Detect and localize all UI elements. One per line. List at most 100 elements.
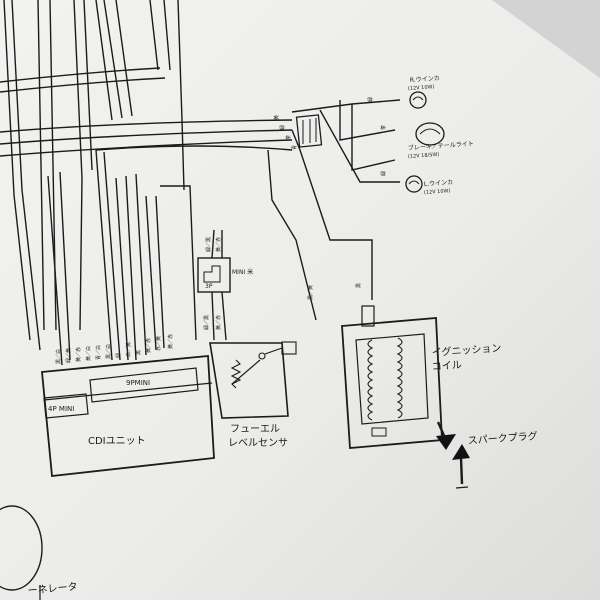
wiper-arm [231,359,261,385]
wire [211,229,215,259]
wire [211,291,215,341]
generator: ーネレータ [0,505,78,600]
ground-icon [455,486,469,489]
bulb-filament [419,128,441,135]
wire [115,0,133,117]
connector-body [295,114,323,148]
wire-label: 黒／白 [105,344,112,359]
connector-body [197,257,231,293]
wire [160,185,197,341]
wire-label: 黄／白 [85,346,92,361]
wire [155,195,165,349]
wire [47,175,63,366]
wire-label: 緑 [380,171,387,176]
wire-label: 黒 [136,350,142,355]
ignition-coil-label-2: コイル [431,360,462,373]
connector-3p-tag: MINI 米 [232,268,253,276]
cdi-unit-label: CDIユニット [88,436,146,447]
wire-harness [0,0,401,366]
wire [95,145,293,151]
bulb-icon [409,91,427,109]
wire [291,129,373,300]
wire [163,0,171,71]
cdi-input-labels: 黒／白 緑／黄 黄／赤 黄／白 青／白 黒／白 緑 白／黄 黒 黄／赤 赤／黄 … [55,334,174,364]
wire [319,109,400,183]
wire [83,0,93,171]
wire-label: 緑 [279,125,286,130]
fuel-sensor-label: フューエル [230,424,280,435]
wire-label: 緑／黒 [203,315,210,330]
right-turn-signal: R.ウインカ (12V 10W) [408,74,440,109]
bulb-filament [408,180,420,185]
cdi-unit: 9PMINI 4P MINI CDIユニット 黒／白 緑／黄 黄／赤 黄／白 青… [41,334,215,477]
wire-label: 黒／白 [55,349,62,364]
wire-label: 黄／赤 [145,338,152,353]
connector-9p-outline [89,367,199,403]
wire-label: 茶 [285,135,292,140]
rear-connector: 黄 緑 茶 青 緑 茶 緑 [273,97,387,176]
connector-3p: 3P MINI 米 緑／黒 黄／赤 緑／黒 黄／赤 [197,237,253,330]
right-turn-signal-spec: (12V 10W) [408,84,435,92]
wire [145,195,157,351]
wire [339,100,396,141]
wire-label: 緑 [115,353,122,358]
secondary-winding [396,337,403,419]
pivot-icon [258,352,266,360]
wire [95,149,113,361]
wire [115,177,129,361]
float-arm [264,347,283,355]
wire-label: 黒 [356,283,362,288]
primary-winding [367,339,374,421]
wire-label: 青／白 [95,345,102,360]
connector-4p-label: 4P MINI [48,405,74,413]
wire-label: 緑 [367,97,374,102]
divider [43,382,213,401]
wire-label: 黄／赤 [215,315,222,330]
wire-label: 緑／黄 [65,348,72,363]
wire [95,0,113,121]
coil-core [355,333,429,425]
connector-key [203,265,221,283]
right-turn-signal-label: R.ウインカ [410,74,440,84]
wire-label: 赤／黄 [155,336,162,351]
fuel-level-sensor: フューエル レベルセンサ [209,341,297,449]
bulb-icon [405,175,423,193]
wire-label: 茶 [380,125,387,130]
wire [149,0,159,71]
wire [0,77,166,93]
wire [221,291,227,341]
brake-tail-light-spec: (12V 18/5W) [408,152,440,160]
wire [73,0,83,331]
left-turn-signal-label: L.ウインカ [424,178,454,188]
bulb-filament [412,96,424,101]
wire [181,119,185,191]
wire-label: 緑／黒 [205,237,212,252]
connector-3p-label: 3P [205,283,213,290]
left-turn-signal: L.ウインカ (12V 10W) [405,175,454,196]
rear-bulb-labels: 緑 茶 緑 [367,97,387,176]
wire [351,104,396,171]
float-icon [281,341,297,355]
wire [59,171,71,361]
sensor-box [209,342,289,419]
wire [103,0,123,119]
generator-label: ーネレータ [27,581,78,597]
wire-label: 白／黄 [125,342,132,357]
wire-label: 黄／赤 [167,334,174,349]
left-turn-signal-spec: (12V 10W) [424,188,451,196]
connector-9p-label: 9PMINI [126,379,150,387]
coil-terminal [361,305,375,327]
wire-label: 青 [291,145,298,150]
wire [177,0,183,121]
generator-housing [0,505,43,591]
wire [267,149,317,321]
cdi-box [41,355,215,477]
arrow-down-icon [436,434,456,450]
wire [0,129,293,145]
wire [125,175,137,361]
wire [135,173,147,356]
connector-4p-outline [43,393,89,419]
rear-bus-labels: 黄 緑 茶 青 [273,115,298,150]
